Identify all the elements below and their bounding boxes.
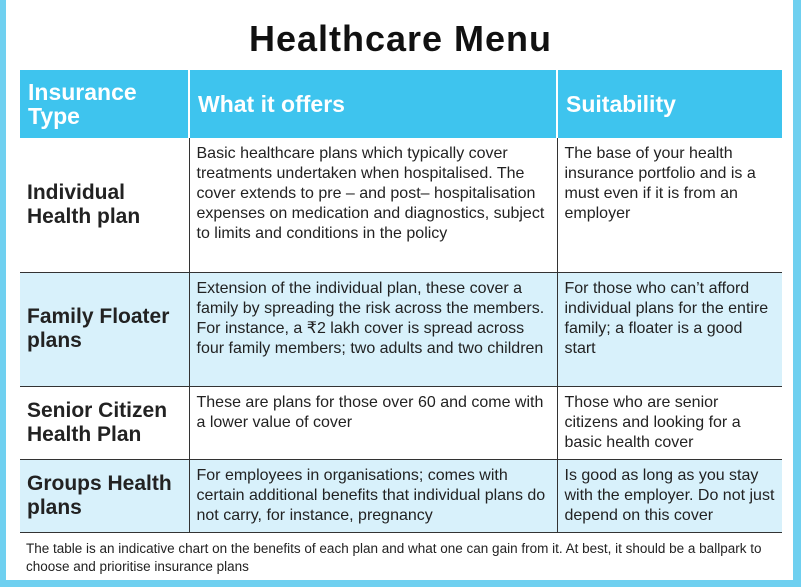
header-row: Insurance Type What it offers Suitabilit… <box>20 70 782 138</box>
table-row: Family Floater plans Extension of the in… <box>20 272 782 387</box>
footnote: The table is an indicative chart on the … <box>26 541 762 574</box>
offers: Extension of the individual plan, these … <box>188 272 557 387</box>
insurance-type: Senior Citizen Health Plan <box>20 386 189 460</box>
offers: For employees in organisations; comes wi… <box>188 459 557 533</box>
offers: Basic healthcare plans which typically c… <box>188 138 557 273</box>
table-row: Groups Health plans For employees in org… <box>20 459 782 533</box>
suitability: The base of your health insurance portfo… <box>556 138 782 273</box>
table-row: Individual Health plan Basic healthcare … <box>20 138 782 273</box>
page-title: Healthcare Menu <box>248 18 553 59</box>
insurance-type: Groups Health plans <box>20 459 189 533</box>
offers: These are plans for those over 60 and co… <box>188 386 557 460</box>
header-insurance-type: Insurance Type <box>20 70 189 138</box>
suitability: Is good as long as you stay with the emp… <box>556 459 782 533</box>
suitability: Those who are senior citizens and lookin… <box>556 386 782 460</box>
insurance-type: Family Floater plans <box>20 272 189 387</box>
suitability: For those who can’t afford individual pl… <box>556 272 782 387</box>
header-what-it-offers: What it offers <box>188 70 557 138</box>
table-row: Senior Citizen Health Plan These are pla… <box>20 386 782 460</box>
healthcare-table: Insurance Type What it offers Suitabilit… <box>20 70 782 533</box>
header-suitability: Suitability <box>556 70 782 138</box>
insurance-type: Individual Health plan <box>20 138 189 273</box>
